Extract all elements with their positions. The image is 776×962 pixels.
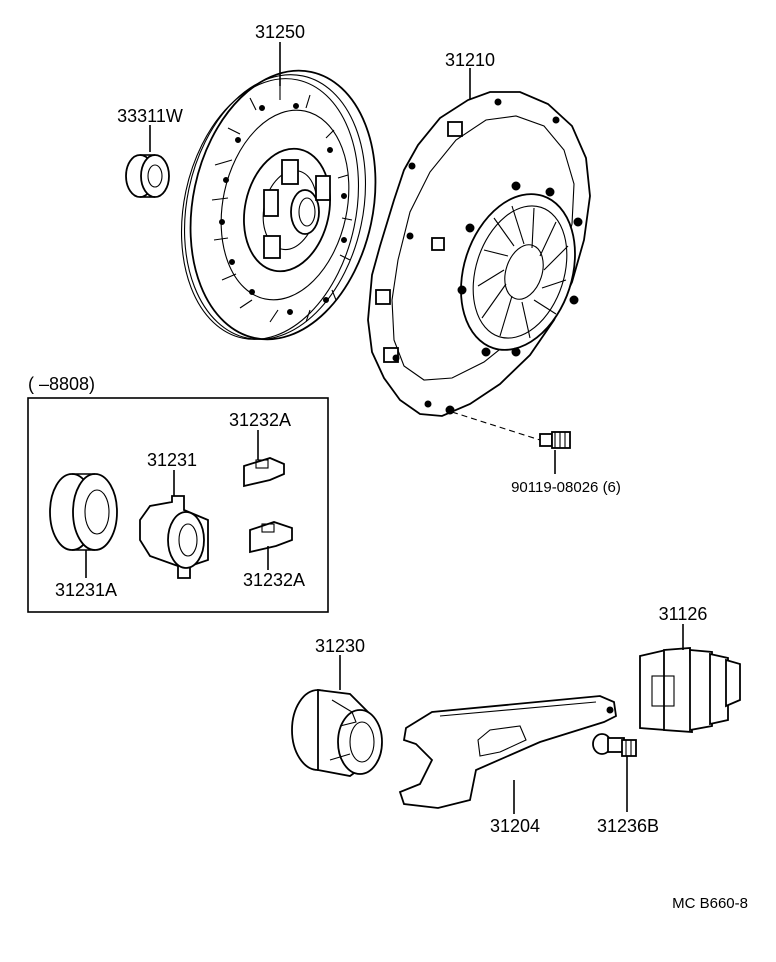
release-bearing-31231A bbox=[49, 473, 118, 551]
clip-top bbox=[243, 457, 285, 488]
label-clip-bottom: 31232A bbox=[243, 570, 305, 590]
pilot-bearing bbox=[125, 154, 170, 198]
pivot-stud bbox=[592, 733, 637, 757]
cover-bolt bbox=[451, 411, 571, 449]
clutch-disc bbox=[180, 69, 377, 341]
diagram-code: MC B660-8 bbox=[672, 895, 748, 912]
hub-31231 bbox=[139, 495, 209, 579]
boot bbox=[639, 647, 741, 733]
label-release-bearing: 31231A bbox=[55, 580, 117, 600]
subgroup-frame bbox=[27, 397, 329, 613]
label-bearing-assy: 31230 bbox=[315, 636, 365, 656]
label-clutch-disc: 31250 bbox=[255, 22, 305, 42]
label-hub: 31231 bbox=[147, 450, 197, 470]
clutch-cover bbox=[367, 91, 591, 417]
label-clip-top: 31232A bbox=[229, 410, 291, 430]
leader-lines bbox=[85, 42, 684, 814]
label-cover-bolt: 90119-08026 (6) bbox=[511, 479, 621, 496]
label-pilot-bearing: 33311W bbox=[117, 106, 183, 126]
label-release-fork: 31204 bbox=[490, 816, 540, 836]
label-pivot-stud: 31236B bbox=[597, 816, 659, 836]
label-clutch-cover: 31210 bbox=[445, 50, 495, 70]
label-boot: 31126 bbox=[659, 604, 708, 624]
clip-bottom bbox=[249, 521, 293, 554]
release-fork bbox=[398, 695, 617, 809]
label-range-note: ( –8808) bbox=[28, 374, 95, 394]
bearing-assy bbox=[291, 688, 383, 777]
